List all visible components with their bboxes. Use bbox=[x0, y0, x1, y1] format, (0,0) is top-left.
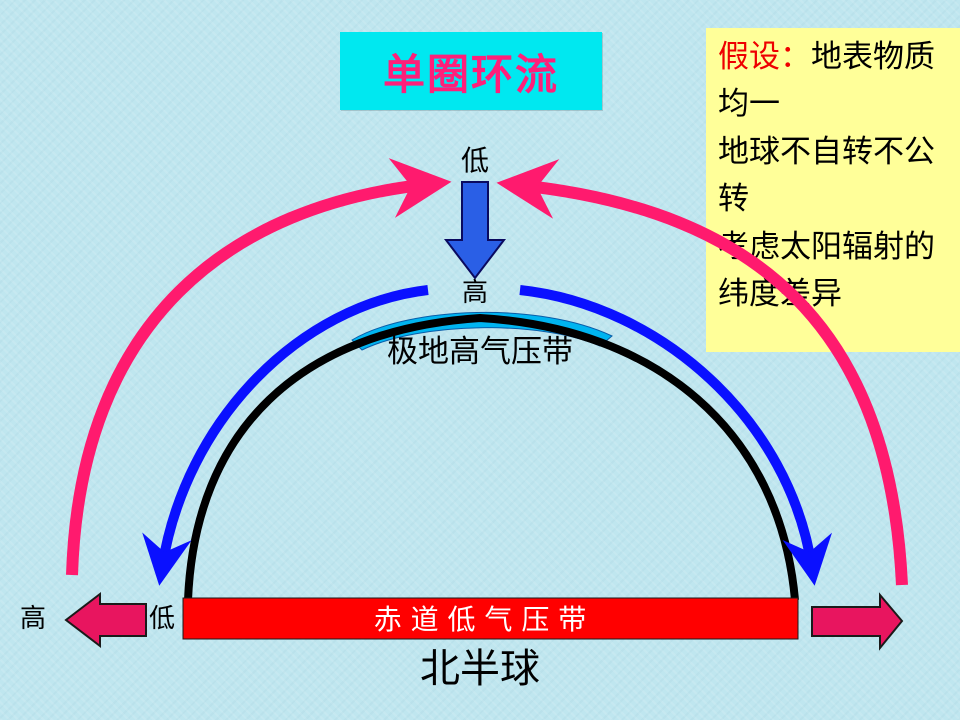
diagram-title: 单圈环流 bbox=[382, 49, 559, 99]
equator-low-band bbox=[182, 597, 799, 640]
top-low-label: 低 bbox=[461, 144, 489, 177]
surface-flow-left-arrow bbox=[142, 285, 429, 586]
descending-air-arrow bbox=[443, 181, 507, 280]
equator-low-label: 赤 道 低 气 压 带 bbox=[374, 603, 587, 636]
hemisphere-label: 北半球 bbox=[420, 646, 540, 692]
polar-high-label: 极地高气压带 bbox=[387, 334, 573, 370]
left-outflow-arrow bbox=[64, 591, 147, 649]
assumption-heading: 假设： bbox=[718, 39, 811, 75]
assumption-1-text: 地表物质均一 bbox=[718, 39, 935, 122]
earth-dome-outline bbox=[184, 313, 799, 601]
top-high-label: 高 bbox=[462, 278, 488, 308]
upper-flow-left-arrow bbox=[66, 158, 452, 576]
assumptions-note: 假设：地表物质均一 地球不自转不公转 考虑太阳辐射的纬度差异 bbox=[706, 28, 960, 352]
left-high-label: 高 bbox=[20, 604, 46, 634]
assumption-1: 假设：地表物质均一 bbox=[718, 34, 950, 127]
upper-flow-right-arrow bbox=[496, 159, 908, 586]
left-low-label: 低 bbox=[149, 604, 175, 634]
assumption-2: 地球不自转不公转 bbox=[718, 134, 935, 217]
title-box: 单圈环流 bbox=[340, 32, 602, 110]
right-outflow-arrow bbox=[811, 592, 904, 651]
surface-flow-right-arrow bbox=[519, 285, 832, 586]
